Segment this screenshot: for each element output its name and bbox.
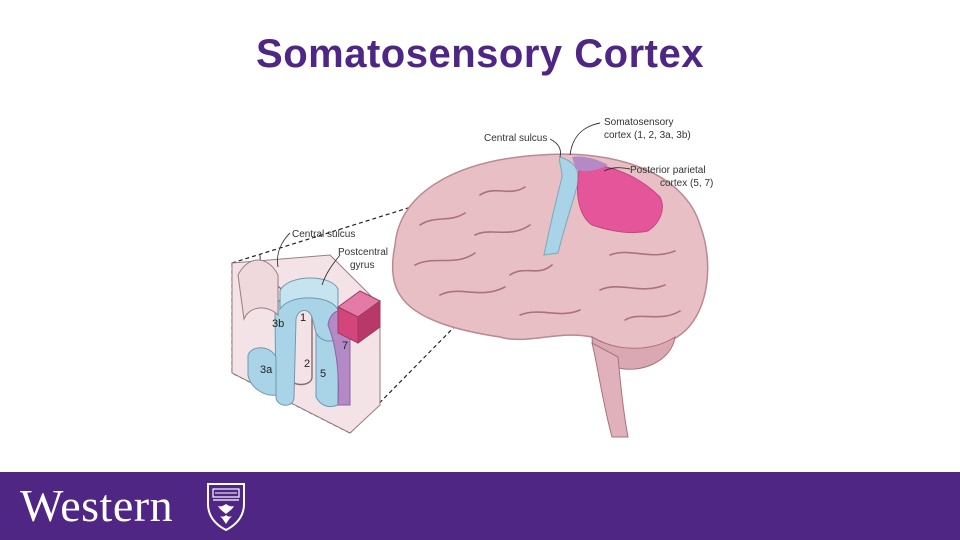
area-1-label: 1 xyxy=(300,312,306,324)
area-2-label: 2 xyxy=(304,358,310,370)
somatosensory-cortex-label-1: Somatosensory xyxy=(604,117,673,128)
area-3a xyxy=(247,347,277,396)
western-wordmark: Western xyxy=(20,480,174,531)
cortex-inset xyxy=(231,254,381,434)
posterior-parietal-label-1: Posterior parietal xyxy=(630,165,706,176)
somatosensory-cortex xyxy=(543,156,579,256)
postcentral-gyrus-label-2: gyrus xyxy=(350,260,374,271)
postcentral-gyrus-label-1: Postcentral xyxy=(338,247,388,258)
central-sulcus-label: Central sulcus xyxy=(484,133,547,144)
area-3a-label: 3a xyxy=(260,364,273,376)
brain-diagram: 1 3b 3a 2 5 7 Central sulcus Somatosenso… xyxy=(220,105,740,445)
footer-bar: Western xyxy=(0,472,960,540)
area-7-label: 7 xyxy=(342,340,348,352)
western-crest-icon xyxy=(207,483,245,532)
posterior-parietal-cortex xyxy=(577,162,663,234)
somatosensory-cortex-label-2: cortex (1, 2, 3a, 3b) xyxy=(604,130,691,141)
inset-pillar-left xyxy=(237,259,279,321)
inset-central-sulcus-label: Central sulcus xyxy=(292,229,355,240)
posterior-parietal-top xyxy=(572,156,608,172)
area-7-side xyxy=(357,300,381,344)
posterior-parietal-label-2: cortex (5, 7) xyxy=(660,178,713,189)
area-5-label: 5 xyxy=(320,368,326,380)
slide-title: Somatosensory Cortex xyxy=(256,32,704,76)
area-3b-label: 3b xyxy=(272,318,284,330)
brain-illustration xyxy=(391,153,709,438)
brainstem xyxy=(591,342,629,438)
